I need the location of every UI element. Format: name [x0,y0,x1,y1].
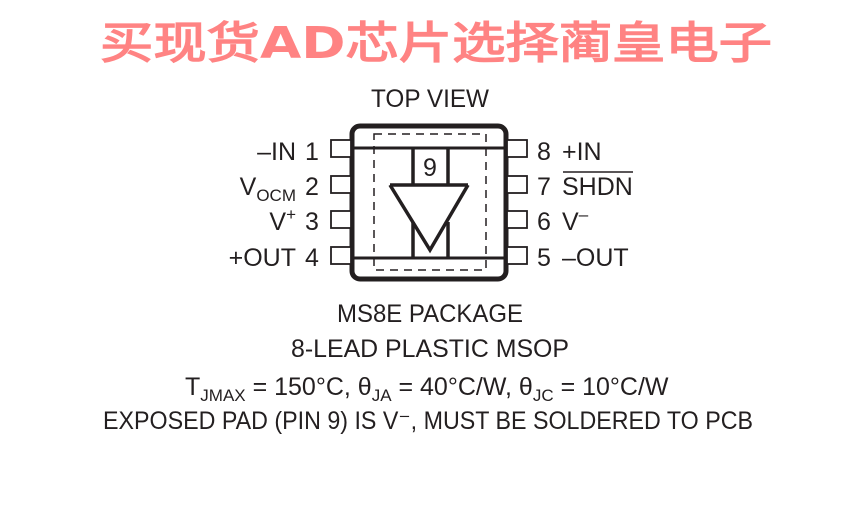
pin-number: 5 [537,244,551,272]
package-body [349,123,509,282]
pin-label: VOCM [240,173,296,205]
pin-number: 2 [305,173,319,201]
pin-number: 6 [537,208,551,236]
pin-label: +IN [562,138,602,166]
pin-label: V+ [269,205,296,236]
exposed-pad-outline [373,133,487,271]
pin-number: 4 [305,244,319,272]
package-name: MS8E PACKAGE [337,300,523,328]
right-pins: 8 +IN 7 SHDN 6 V– 5 –OUT [537,138,633,272]
package-description: 8-LEAD PLASTIC MSOP [291,335,569,363]
amplifier-symbol [388,148,470,258]
pin-label: –IN [257,138,296,166]
view-title: TOP VIEW [371,85,489,113]
pin-number: 3 [305,208,319,236]
pin-number: 8 [537,138,551,166]
pin-pads [330,139,528,265]
left-pins: 1 –IN 2 VOCM 3 V+ 4 +OUT [229,138,319,272]
pin-number: 7 [537,173,551,201]
watermark: 买现货AD芯片选择蔺皇电子 [100,18,772,69]
pin-label: –OUT [562,244,629,272]
pin-label: SHDN [562,173,633,201]
pin-number: 1 [305,138,319,166]
thermal-specs: TJMAX = 150°C, θJA = 40°C/W, θJC = 10°C/… [185,373,669,405]
pin-label: V– [562,205,589,236]
pad-pin-number: 9 [423,154,437,182]
exposed-pad-note: EXPOSED PAD (PIN 9) IS V⁻, MUST BE SOLDE… [103,407,753,435]
pin-label: +OUT [229,244,296,272]
